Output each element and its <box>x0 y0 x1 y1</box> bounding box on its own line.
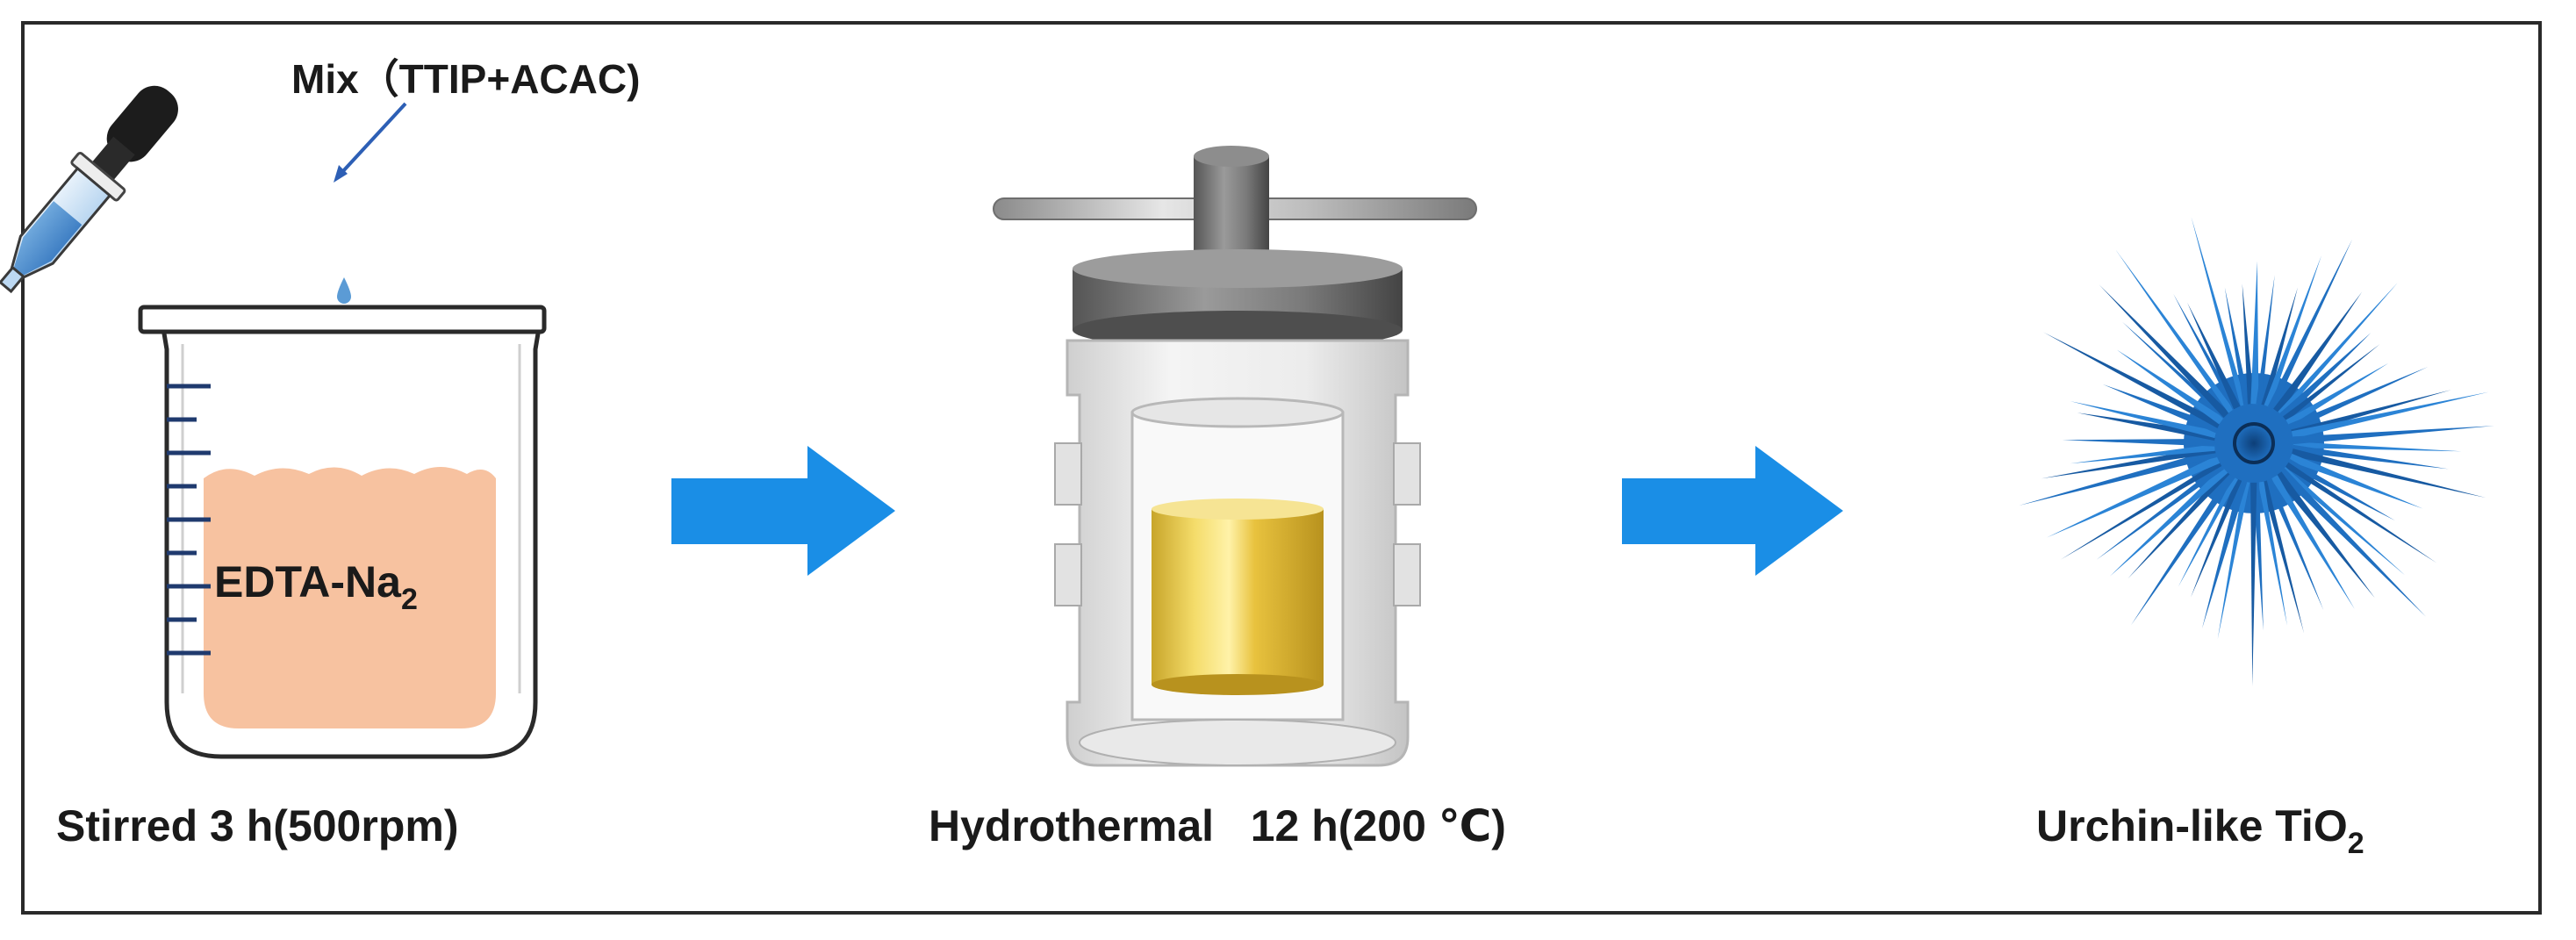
urchin-spike <box>2109 466 2228 577</box>
solution-fill <box>204 467 496 728</box>
urchin-spike <box>2201 479 2248 629</box>
urchin-spike <box>2250 482 2257 686</box>
mix-label: Mix（TTIP+ACAC) <box>291 56 640 102</box>
solution-label-main: EDTA-Na <box>214 557 402 606</box>
urchin-spike <box>2273 291 2363 414</box>
urchin-spike <box>2077 413 2216 441</box>
urchin-spike <box>2256 275 2275 405</box>
step3-caption-main: Urchin-like TiO <box>2036 801 2348 850</box>
dropper-icon <box>0 85 351 304</box>
urchin-spike <box>2279 333 2371 420</box>
urchin-spike <box>2261 287 2298 406</box>
mix-pointer-arrow <box>334 102 407 183</box>
urchin-spike <box>2271 475 2355 609</box>
urchin-spike <box>2102 384 2220 434</box>
urchin-spike <box>2070 444 2215 464</box>
graduation-marks <box>167 384 211 656</box>
urchin-spike <box>2043 332 2221 428</box>
step3-caption: Urchin-like TiO2 <box>2036 801 2364 860</box>
urchin-spike <box>2061 461 2222 560</box>
process-arrow-icon <box>1622 446 1843 576</box>
urchin-spike <box>2019 448 2217 506</box>
urchin-spike <box>2187 302 2241 410</box>
urchin-spike <box>2070 401 2217 439</box>
urchin-spike <box>2191 216 2247 406</box>
urchin-spike <box>2274 471 2375 599</box>
urchin-spike <box>2224 287 2250 405</box>
autoclave-icon <box>993 146 1477 767</box>
urchin-spike <box>2264 255 2322 408</box>
urchin-spike <box>2115 249 2234 413</box>
beaker-icon: EDTA-Na2 <box>138 305 547 759</box>
urchin-spike <box>2062 438 2215 447</box>
urchin-spike <box>2128 470 2230 579</box>
step3-caption-sub: 2 <box>2348 827 2364 860</box>
process-arrow-icon <box>671 446 895 576</box>
urchin-spike <box>2291 391 2489 439</box>
urchin-spike <box>2117 349 2224 425</box>
urchin-spike <box>2096 463 2225 560</box>
urchin-spike <box>2285 362 2389 427</box>
urchin-spike <box>2285 462 2437 563</box>
urchin-spike <box>2121 321 2228 419</box>
solution-label: EDTA-Na2 <box>214 557 418 616</box>
urchin-spike <box>2292 444 2449 470</box>
urchin-spike <box>2046 456 2221 538</box>
urchin-spike <box>2283 344 2380 421</box>
step2-caption: Hydrothermal 12 h(200 ℃) <box>929 801 1506 850</box>
urchin-spike <box>2289 453 2423 509</box>
urchin-spike <box>2278 468 2427 617</box>
urchin-spike <box>2250 261 2259 405</box>
urchin-spike <box>2266 478 2324 611</box>
urchin-spike <box>2281 466 2406 576</box>
urchin-spike <box>2286 458 2395 521</box>
urchin-spike <box>2293 426 2494 445</box>
urchin-spike <box>2099 284 2229 419</box>
urchin-spike <box>2178 477 2238 587</box>
urchin-spike <box>2217 481 2250 639</box>
urchin-icon <box>2019 216 2494 686</box>
urchin-spike <box>2267 239 2353 410</box>
urchin-spike <box>2278 283 2398 417</box>
step1-caption: Stirred 3 h(500rpm) <box>56 801 458 850</box>
urchin-core <box>2233 422 2275 464</box>
solution-label-sub: 2 <box>401 583 418 616</box>
urchin-spike <box>2291 448 2486 499</box>
urchin-spike <box>2242 283 2255 405</box>
urchin-spike <box>2293 441 2462 452</box>
urchin-spike <box>2260 480 2305 634</box>
urchin-spike <box>2190 478 2242 598</box>
urchin-spike <box>2288 366 2429 431</box>
urchin-spike <box>2131 473 2235 626</box>
urchin-spike <box>2257 481 2287 626</box>
